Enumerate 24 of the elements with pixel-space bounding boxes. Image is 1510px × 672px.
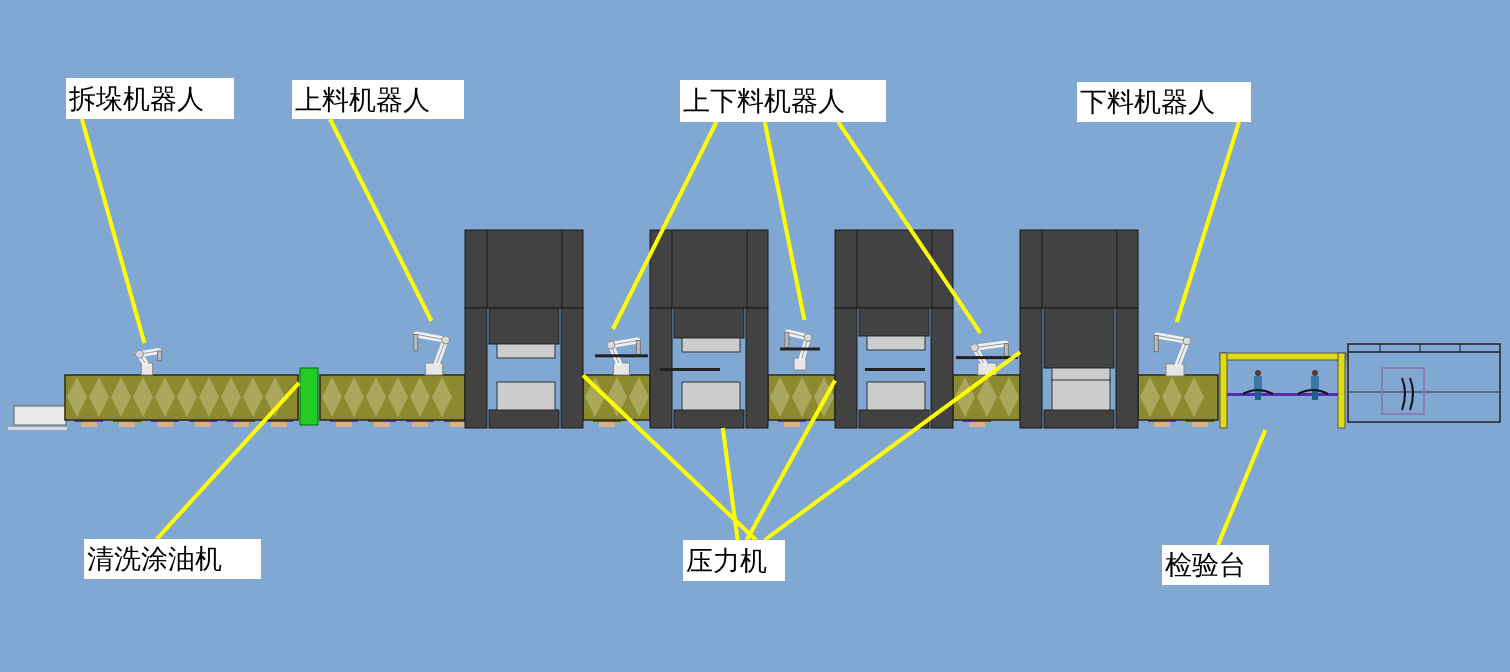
callout-label: 检验台 [1162,545,1269,585]
leader-line [836,120,983,335]
callout-label: 上料机器人 [292,80,464,119]
leader-line [155,381,301,541]
leader-line [744,379,837,541]
leader-line [80,118,147,344]
press-drawing [835,230,953,428]
press-drawing [650,230,768,428]
leader-line [611,121,719,330]
callout-label: 拆垛机器人 [66,78,234,119]
callout-label: 下料机器人 [1077,82,1251,122]
inspection-table-drawing [1218,350,1348,430]
leader-line [762,121,807,321]
callout-label: 上下料机器人 [680,80,886,122]
press-drawing [1020,230,1138,428]
leader-line [328,118,434,322]
press-drawing [465,230,583,428]
callout-label: 压力机 [683,540,785,581]
leader-line [581,373,758,542]
callout-label: 清洗涂油机 [84,539,261,579]
leader-line [1174,121,1241,323]
leader-line [720,427,740,541]
washer-box [299,367,319,426]
leader-line [1216,429,1268,546]
